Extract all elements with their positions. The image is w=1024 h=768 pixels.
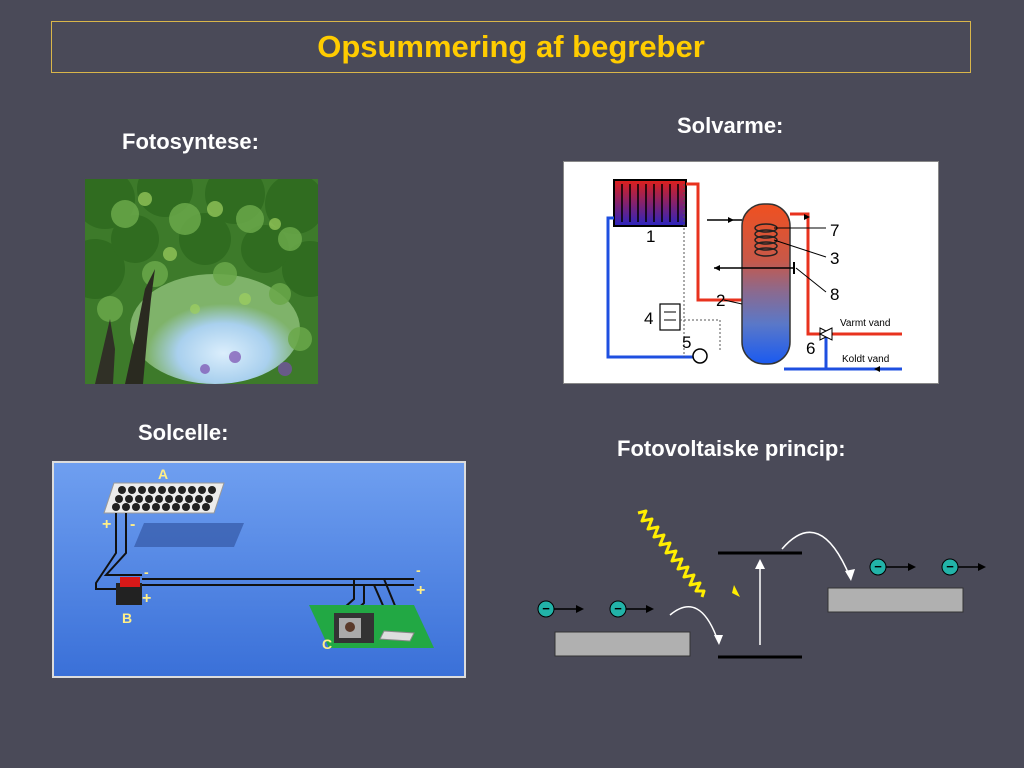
solvarme-number-5: 5: [682, 333, 691, 352]
solcelle-diagram: A B C + - - + - +: [52, 461, 466, 678]
electron-minus-4: −: [946, 559, 954, 574]
battery-plus-sign: +: [142, 590, 151, 607]
koldt-vand-label: Koldt vand: [842, 354, 889, 365]
battery-minus-sign: -: [144, 564, 149, 580]
solvarme-number-1: 1: [646, 227, 655, 246]
tree-photo: [85, 179, 318, 384]
varmt-vand-label: Varmt vand: [840, 318, 890, 329]
solcelle-label-a: A: [158, 466, 168, 482]
pv-diagram: − − − −: [520, 495, 1000, 675]
solvarme-number-8: 8: [830, 285, 839, 304]
solvarme-svg: 1 2 3 4 5 6 7 8 Varmt vand Koldt vand: [606, 179, 902, 372]
photon-wave: [637, 509, 706, 598]
solvarme-number-3: 3: [830, 249, 839, 268]
title-box: Opsummering af begreber: [51, 21, 971, 73]
page-title: Opsummering af begreber: [317, 29, 705, 64]
electron-group: [537, 558, 986, 618]
electron-minus-3: −: [874, 559, 882, 574]
line-minus-sign: -: [416, 562, 421, 578]
solvarme-number-2: 2: [716, 291, 725, 310]
solcelle-label-b: B: [122, 610, 132, 626]
fotosyntese-label: Fotosyntese:: [122, 129, 259, 154]
solvarme-number-6: 6: [806, 339, 815, 358]
solvarme-label: Solvarme:: [677, 113, 784, 138]
left-material-box: [554, 631, 691, 657]
solvarme-diagram: 1 2 3 4 5 6 7 8 Varmt vand Koldt vand: [563, 161, 939, 384]
electron-minus-1: −: [542, 601, 550, 616]
tree-photo-svg: [85, 179, 318, 384]
panel-plus-sign: +: [102, 516, 111, 533]
solvarme-number-7: 7: [830, 221, 839, 240]
fotovoltaiske-label: Fotovoltaiske princip:: [617, 436, 846, 461]
panel-minus-sign: -: [130, 516, 135, 533]
pv-svg: − − − −: [537, 509, 986, 659]
solcelle-svg: A B C + - - + - +: [54, 463, 464, 676]
right-material-box: [827, 587, 964, 613]
solvarme-number-4: 4: [644, 309, 653, 328]
line-plus-sign: +: [416, 582, 425, 599]
electron-minus-2: −: [614, 601, 622, 616]
solcelle-label: Solcelle:: [138, 420, 229, 445]
solcelle-label-c: C: [322, 636, 332, 652]
